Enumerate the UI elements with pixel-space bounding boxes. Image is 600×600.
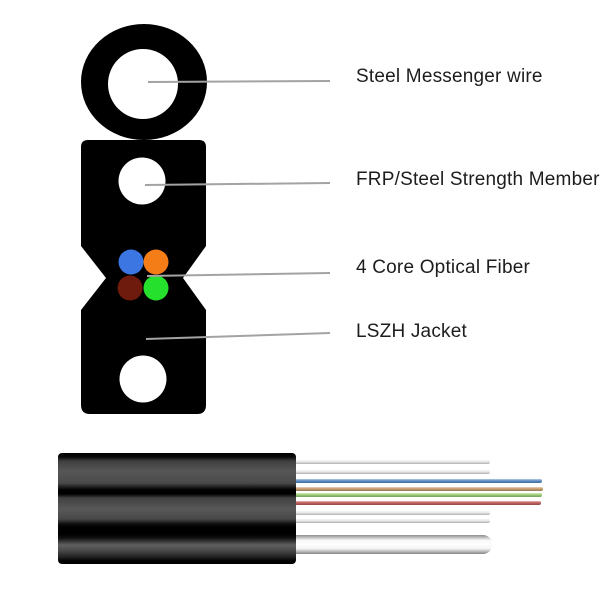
- label-lszh-jacket: LSZH Jacket: [356, 321, 467, 342]
- lower-strength-member-hole: [119, 355, 167, 403]
- leader-line-optical-fiber: [146, 272, 331, 277]
- photo-fiber-green: [290, 493, 542, 497]
- steel-messenger-wire-hole: [108, 49, 178, 119]
- fiber-core-blue: [118, 249, 144, 275]
- label-4-core-optical-fiber: 4 Core Optical Fiber: [356, 257, 531, 278]
- fiber-core-orange: [143, 249, 169, 275]
- leader-line-messenger-wire: [147, 80, 331, 83]
- label-frp-steel-strength-member: FRP/Steel Strength Member: [356, 169, 600, 190]
- leader-line-lszh-jacket: [145, 332, 331, 340]
- photo-strength-wire-4: [290, 519, 490, 523]
- photo-buffer-tube: [290, 535, 492, 554]
- photo-cable-jacket: [58, 453, 296, 564]
- leader-line-strength-member: [144, 182, 331, 186]
- photo-strength-wire-3: [290, 511, 490, 515]
- strength-member-hole: [118, 157, 166, 205]
- label-steel-messenger-wire: Steel Messenger wire: [356, 66, 543, 87]
- lszh-jacket-body: [81, 140, 206, 414]
- fiber-core-maroon: [117, 275, 143, 301]
- cable-cross-section-diagram: [81, 24, 331, 414]
- photo-strength-wire-2: [290, 470, 490, 474]
- photo-fiber-red: [290, 501, 541, 505]
- photo-fiber-tan: [290, 487, 543, 491]
- photo-fiber-blue: [290, 479, 542, 483]
- photo-strength-wire-1: [290, 460, 490, 464]
- fiber-core-green: [143, 275, 169, 301]
